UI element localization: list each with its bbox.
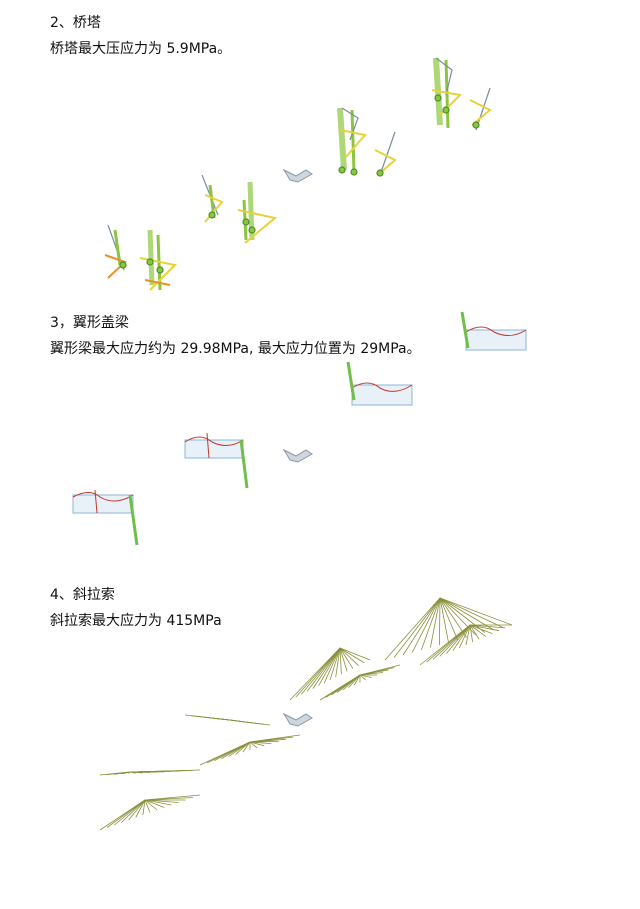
cable-line	[411, 597, 441, 653]
cable-line	[432, 624, 471, 660]
cable-line	[469, 624, 486, 637]
cable-line	[439, 597, 449, 643]
cable-line	[469, 624, 473, 643]
cable-line	[318, 647, 341, 686]
cable-line	[114, 799, 146, 826]
section-2-heading: 2、桥塔	[50, 15, 101, 31]
cable-line	[144, 799, 165, 808]
cable-line	[384, 597, 441, 661]
cable-fans	[99, 597, 513, 831]
cable-line	[469, 624, 499, 632]
cable-line	[465, 624, 471, 646]
cable-line	[353, 674, 361, 686]
cable-line	[439, 597, 486, 633]
cable-line	[312, 647, 341, 689]
cable-line	[144, 799, 158, 811]
section-3-heading: 3，翼形盖梁	[50, 315, 129, 331]
cable-line	[439, 597, 513, 626]
cable-line	[229, 719, 271, 726]
cable-line	[348, 674, 361, 688]
cable-line	[402, 597, 441, 656]
cable-line	[323, 647, 341, 684]
cable-line	[439, 597, 504, 628]
cable-line	[469, 624, 506, 629]
section-3-text: 翼形梁最大应力约为 29.98MPa, 最大应力位置为 29MPa。	[50, 341, 421, 357]
cable-line	[329, 647, 341, 681]
cable-line	[359, 664, 401, 676]
cable-line	[135, 799, 146, 818]
section-4-heading: 4、斜拉索	[50, 587, 115, 603]
cable-line	[121, 799, 146, 823]
cable-line	[142, 799, 146, 816]
cable-line	[144, 799, 172, 806]
cable-line	[128, 799, 146, 821]
cable-line	[420, 597, 441, 651]
cable-line	[430, 597, 441, 648]
beam-diagram-3	[346, 361, 413, 406]
cable-line	[339, 647, 354, 669]
tower-pair-2	[201, 174, 278, 244]
deck-joint-3	[282, 712, 313, 727]
deck-joint-2	[282, 448, 313, 463]
cable-line	[228, 741, 251, 757]
beam-diagram-1	[72, 489, 139, 546]
cable-line	[295, 647, 341, 698]
cable-line	[445, 624, 471, 654]
cable-line	[469, 624, 493, 634]
cable-line	[144, 794, 201, 801]
beam-diagram-4	[460, 311, 527, 351]
cable-line	[249, 741, 265, 747]
cable-line	[339, 647, 371, 661]
cable-line	[342, 674, 361, 691]
tower-pair-3	[337, 107, 397, 177]
cable-line	[306, 647, 341, 692]
cable-line	[339, 647, 348, 672]
cable-line	[439, 597, 458, 641]
beam-diagram-2	[184, 432, 249, 489]
cable-line	[235, 741, 251, 755]
cable-line	[301, 647, 341, 695]
cable-line	[439, 597, 441, 646]
cable-line	[359, 674, 372, 678]
section-4-text: 斜拉索最大应力为 415MPa	[50, 613, 222, 629]
cable-line	[121, 771, 131, 775]
cable-line	[452, 624, 471, 651]
tower-pair-1	[104, 224, 178, 291]
cable-line	[439, 597, 476, 636]
wing-beam-stress-figure	[72, 311, 527, 546]
cable-line	[144, 799, 151, 813]
cable-line	[393, 597, 441, 658]
cable-line	[439, 624, 471, 657]
cable-line	[249, 734, 301, 743]
cable-line	[339, 647, 365, 664]
cable-line	[242, 741, 251, 753]
cable-line	[249, 741, 258, 749]
cable-line	[339, 647, 342, 675]
deck-joint	[282, 168, 313, 183]
cable-line	[459, 624, 471, 649]
tower-pair-4	[431, 57, 492, 131]
cable-line	[339, 647, 359, 666]
tower-stress-figure	[104, 57, 492, 291]
cable-line	[129, 769, 201, 773]
cable-line	[335, 647, 341, 678]
section-2-text: 桥塔最大压应力为 5.9MPa。	[50, 41, 232, 57]
cable-line	[469, 624, 480, 640]
cable-line	[359, 674, 366, 681]
cable-line	[106, 799, 146, 828]
cable-line	[144, 799, 179, 803]
cable-line	[128, 771, 131, 774]
